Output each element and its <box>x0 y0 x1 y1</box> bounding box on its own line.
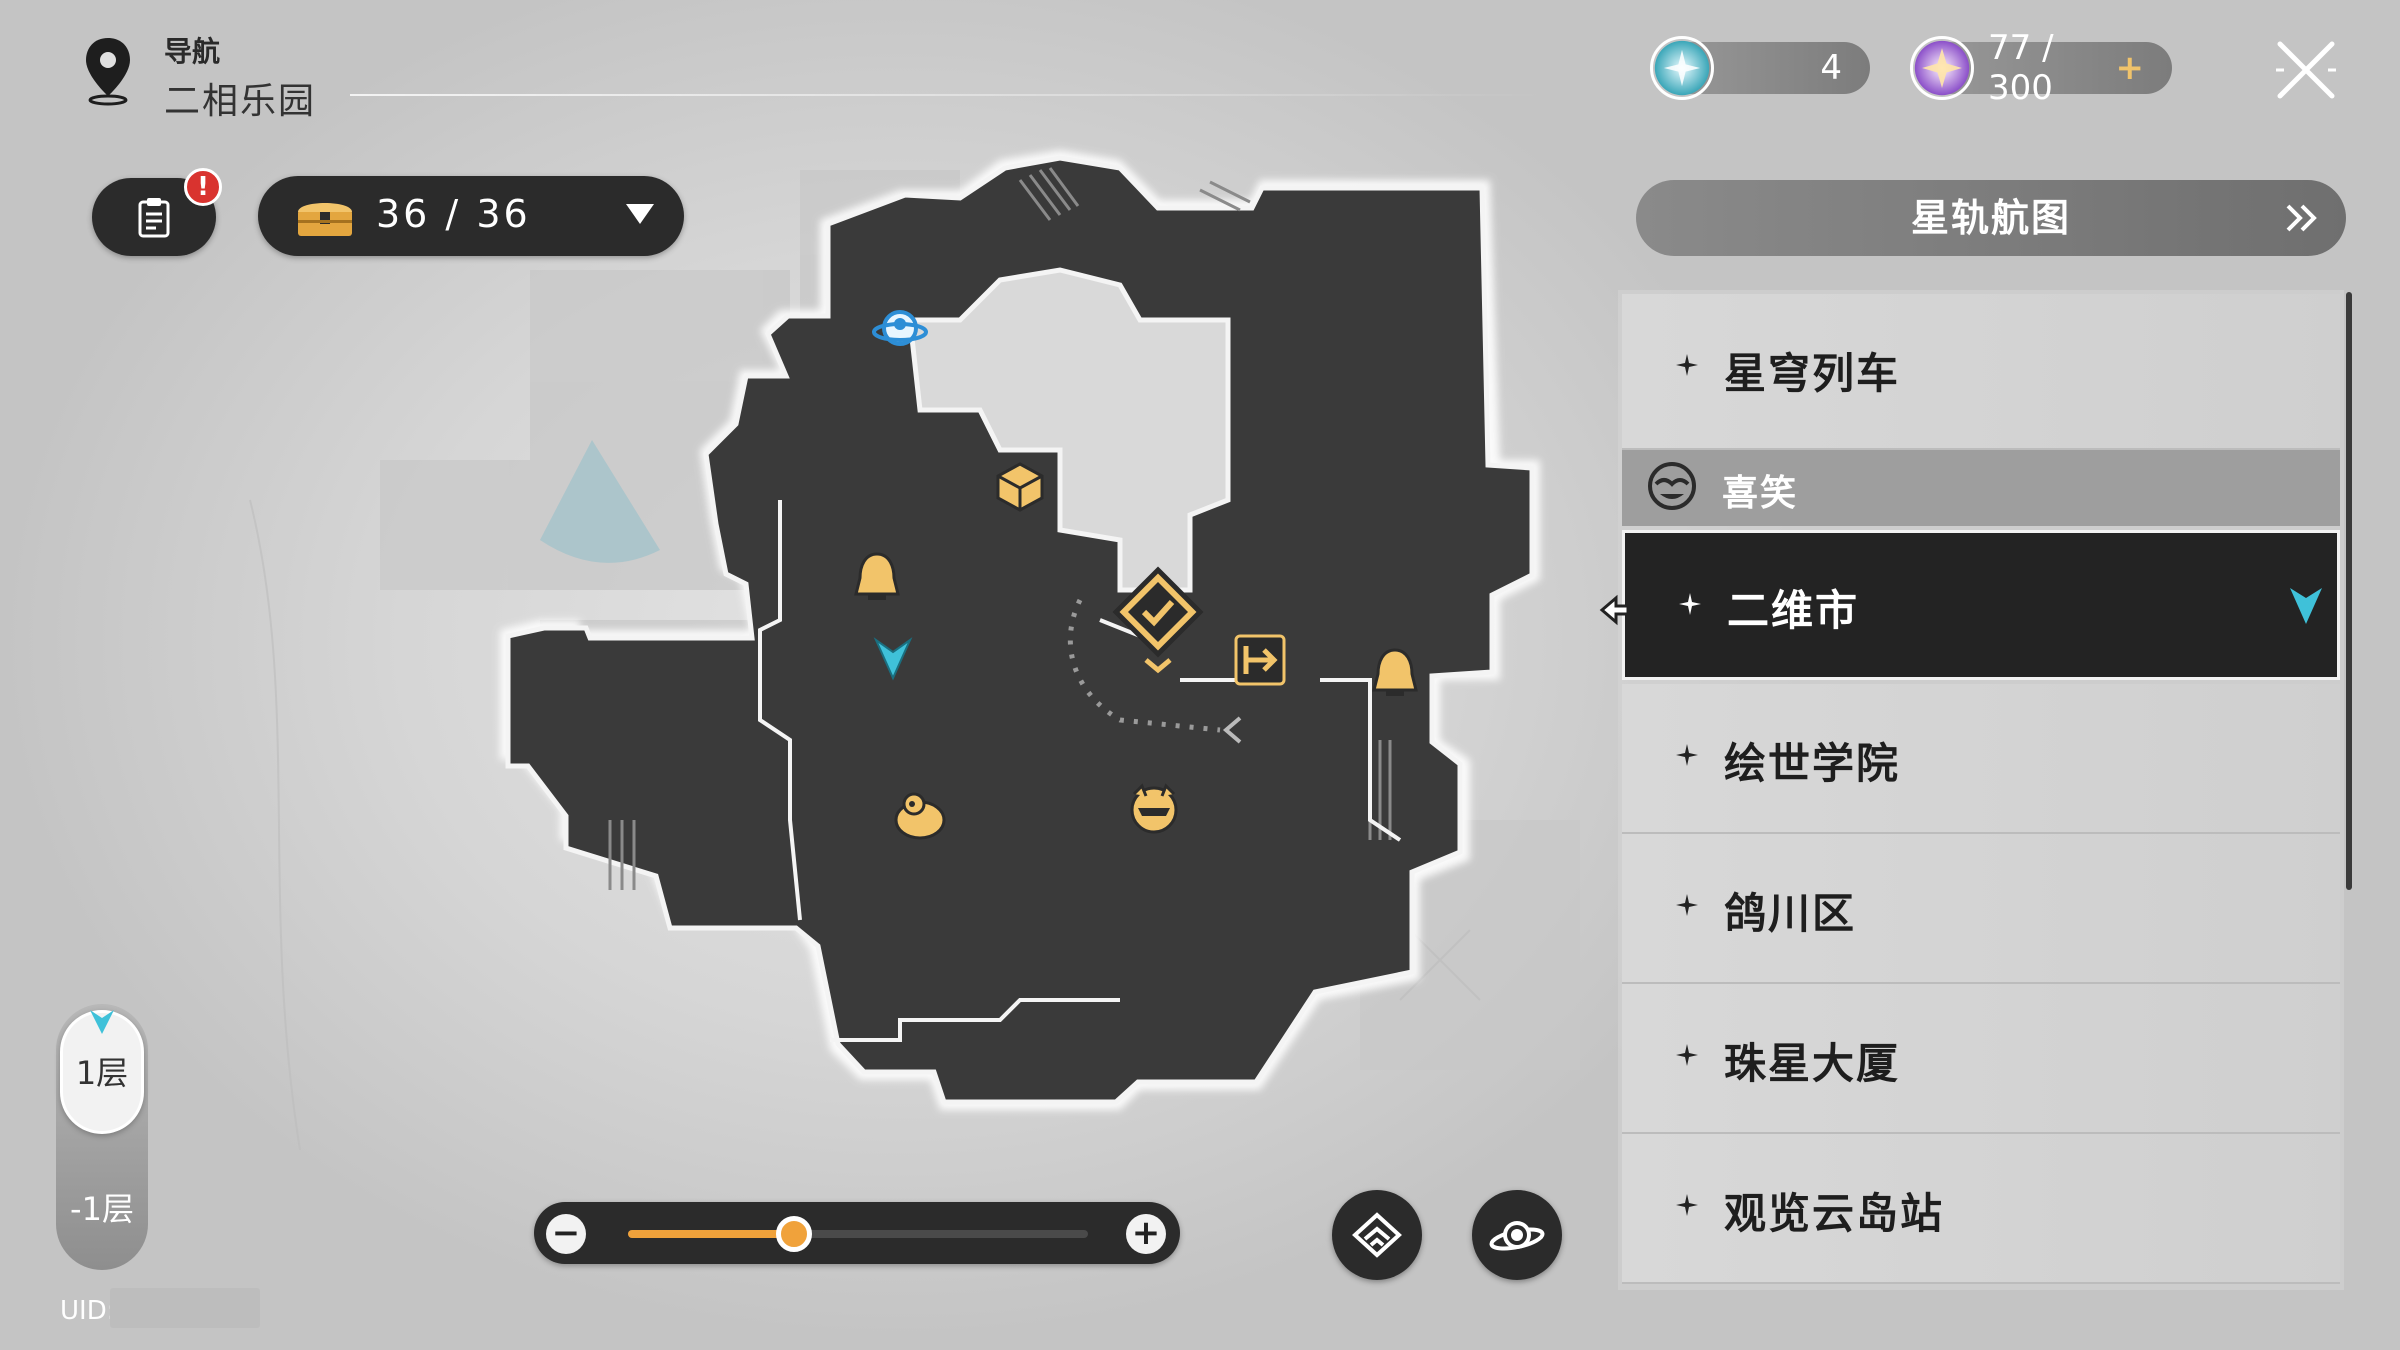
floor-button-b1[interactable]: -1层 <box>70 1190 134 1228</box>
mission-target-icon[interactable] <box>1110 566 1206 674</box>
location-item-label: 鸽川区 <box>1724 889 1857 938</box>
location-item-label: 二维市 <box>1727 586 1860 635</box>
stellar-jade-value: 4 <box>1820 48 1842 88</box>
location-item-pearl-tower[interactable]: 珠星大厦 <box>1622 984 2340 1134</box>
double-chevron-right-icon <box>2286 204 2317 232</box>
player-view-cone <box>540 440 660 563</box>
trailblaze-power-counter[interactable]: 77 / 300 + <box>1910 28 2172 108</box>
player-marker-icon <box>873 637 913 681</box>
location-list-scrollbar[interactable] <box>2346 292 2352 890</box>
jade-icon <box>1650 36 1714 100</box>
location-item-label: 绘世学院 <box>1724 739 1901 788</box>
space-anchor-icon[interactable] <box>872 300 928 356</box>
section-header-label: 喜笑 <box>1722 473 1799 514</box>
location-item-label: 观览云岛站 <box>1724 1189 1945 1238</box>
power-icon <box>1910 36 1974 100</box>
chest-count: 36 / 36 <box>376 192 531 236</box>
shop-bell-icon[interactable] <box>848 548 906 606</box>
add-power-button[interactable]: + <box>2115 48 2145 88</box>
sparkle-icon <box>1676 1194 1698 1216</box>
location-item-label: 珠星大厦 <box>1724 1039 1901 1088</box>
location-item-astral-express[interactable]: 星穹列车 <box>1622 294 2340 450</box>
map-walkable-area <box>505 155 1535 1105</box>
star-rail-map-button[interactable]: 星轨航图 <box>1636 180 2346 256</box>
close-icon[interactable] <box>2272 36 2340 104</box>
current-location: 二相乐园 <box>164 81 317 122</box>
uid-label: UID: <box>60 1296 116 1326</box>
header-divider <box>350 94 1550 96</box>
nav-label: 导航 <box>164 35 221 68</box>
zoom-handle[interactable] <box>775 1216 812 1252</box>
clipboard-icon <box>138 198 170 238</box>
location-item-penacony-2d[interactable]: 二维市 <box>1622 530 2340 680</box>
selection-pointer-icon <box>1599 594 1630 626</box>
treasure-chest-icon <box>298 203 352 236</box>
chevron-down-icon[interactable] <box>626 204 654 224</box>
exit-door-icon[interactable] <box>1232 632 1288 688</box>
location-item-painted-academy[interactable]: 绘世学院 <box>1622 684 2340 834</box>
zoom-in-button[interactable]: + <box>1126 1214 1166 1254</box>
floor-label-1f: 1层 <box>75 1054 129 1092</box>
recenter-button[interactable] <box>1332 1190 1422 1280</box>
current-floor-marker-icon <box>90 1010 114 1034</box>
sparkle-icon <box>1679 593 1701 615</box>
location-item-label: 星穹列车 <box>1724 349 1901 398</box>
sparkle-icon <box>1676 354 1698 376</box>
zoom-out-button[interactable]: − <box>546 1214 586 1254</box>
uid-value-redacted <box>110 1288 260 1328</box>
location-item-dove-river[interactable]: 鸽川区 <box>1622 834 2340 984</box>
sparkle-icon <box>1676 894 1698 916</box>
zoom-track[interactable] <box>628 1230 1088 1238</box>
location-item-cloud-island-station[interactable]: 观览云岛站 <box>1622 1134 2340 1284</box>
route-path <box>1067 598 1221 733</box>
area-map[interactable] <box>360 120 1580 1160</box>
location-pin-icon <box>86 38 130 106</box>
planet-view-button[interactable] <box>1472 1190 1562 1280</box>
notification-badge: ! <box>184 168 222 206</box>
aha-mask-icon <box>1648 462 1696 510</box>
puzzle-box-icon[interactable] <box>994 460 1046 512</box>
home-locate-icon <box>1352 1212 1402 1258</box>
zoom-fill <box>628 1230 794 1238</box>
sparkle-icon <box>1676 1044 1698 1066</box>
sparkle-icon <box>1676 744 1698 766</box>
planet-icon <box>1489 1221 1545 1251</box>
section-header-aha <box>1622 450 2340 526</box>
shop-bell-icon-east[interactable] <box>1366 644 1424 702</box>
trailblaze-power-value: 77 / 300 <box>1988 28 2054 108</box>
stellar-jade-counter[interactable]: 4 <box>1650 36 1870 100</box>
npc-creature-icon[interactable] <box>890 786 950 842</box>
raccoon-npc-icon[interactable] <box>1124 780 1184 836</box>
map-courtyard <box>907 267 1231 593</box>
player-location-marker-icon <box>2290 588 2322 624</box>
